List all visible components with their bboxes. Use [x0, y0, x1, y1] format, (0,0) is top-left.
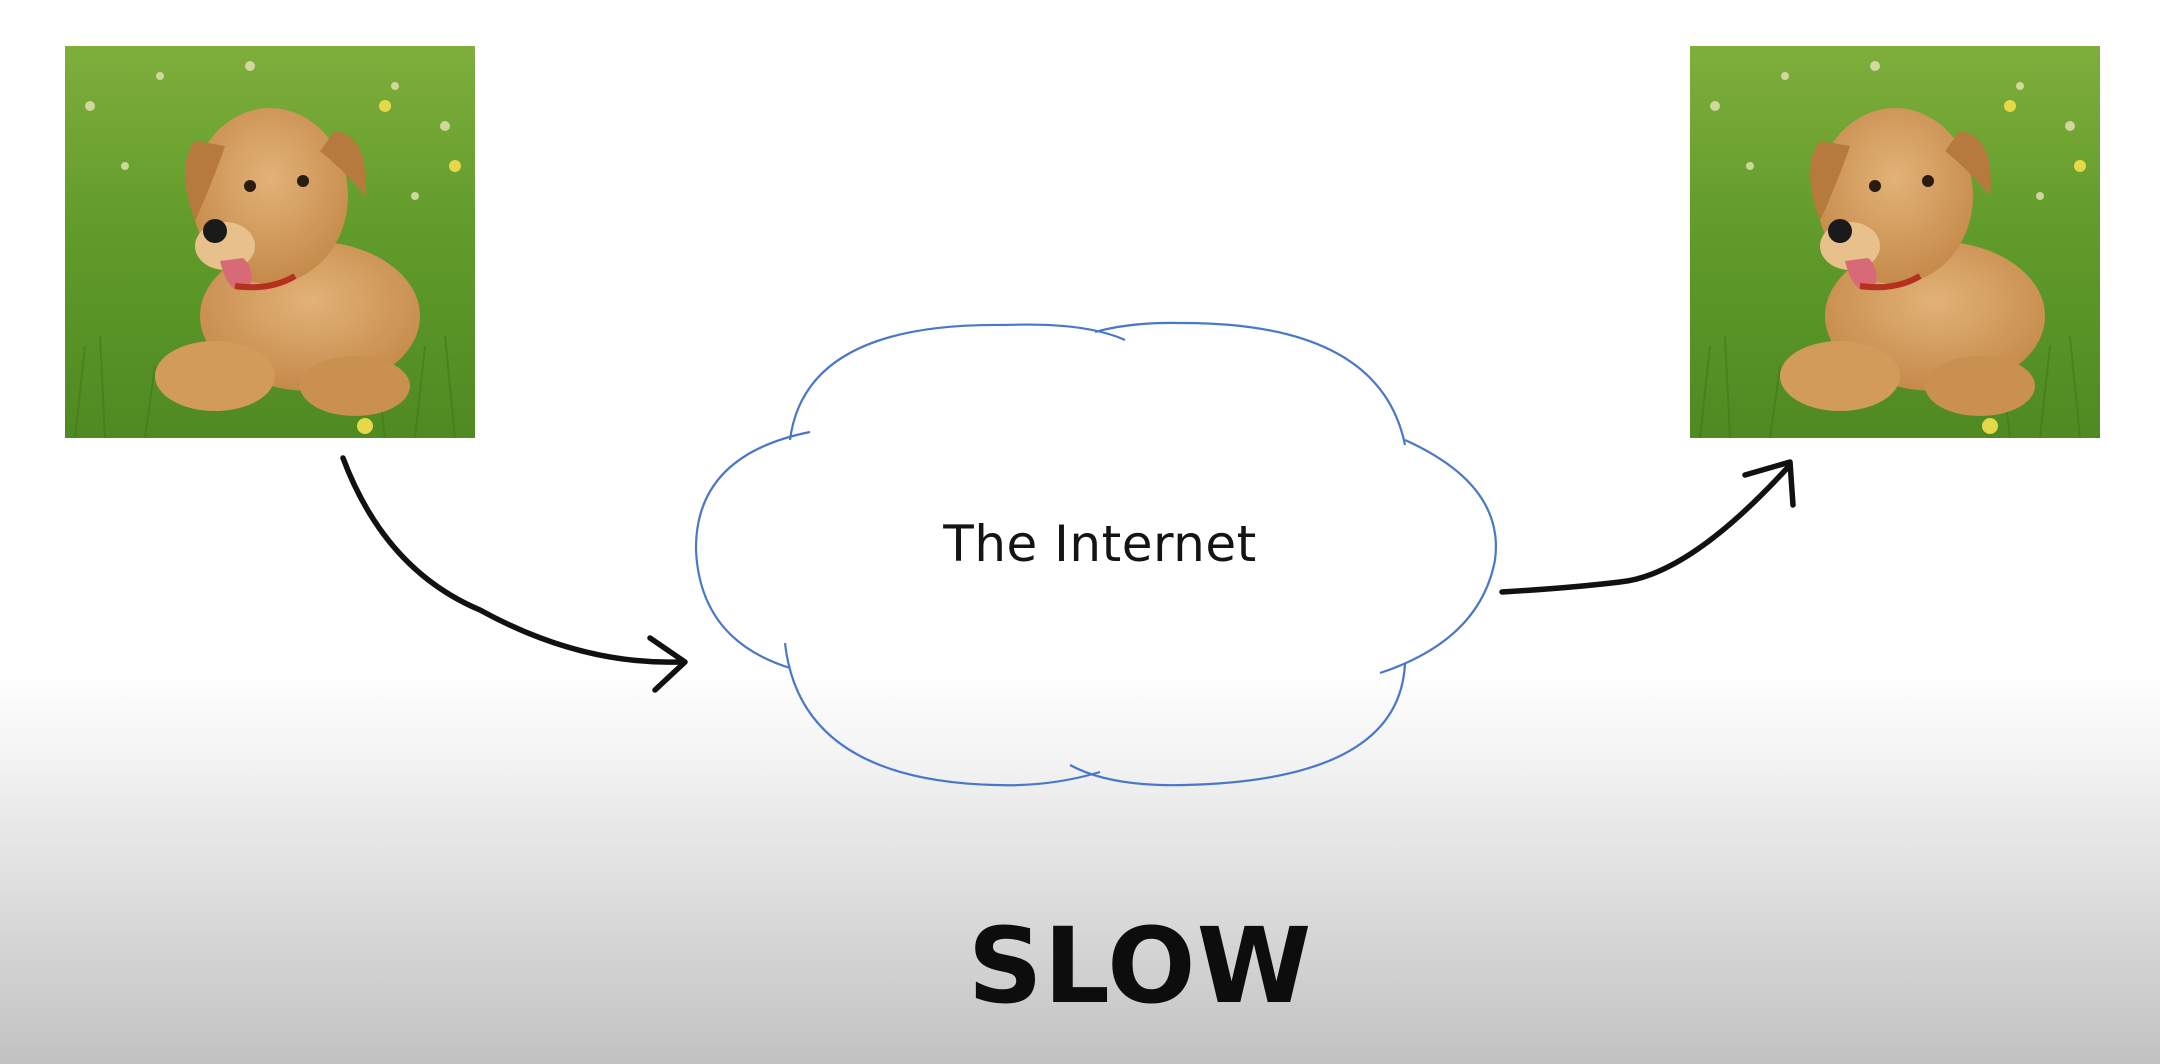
- internet-label: The Internet: [943, 515, 1257, 573]
- dog-photo-graphic: [65, 46, 475, 438]
- arrow-to-internet: [340, 455, 688, 693]
- destination-dog-photo: [1690, 46, 2100, 438]
- speed-verdict-label: SLOW: [967, 905, 1313, 1027]
- arrow-to-destination: [1499, 459, 1796, 595]
- source-dog-photo: [65, 46, 475, 438]
- dog-photo-graphic: [1690, 46, 2100, 438]
